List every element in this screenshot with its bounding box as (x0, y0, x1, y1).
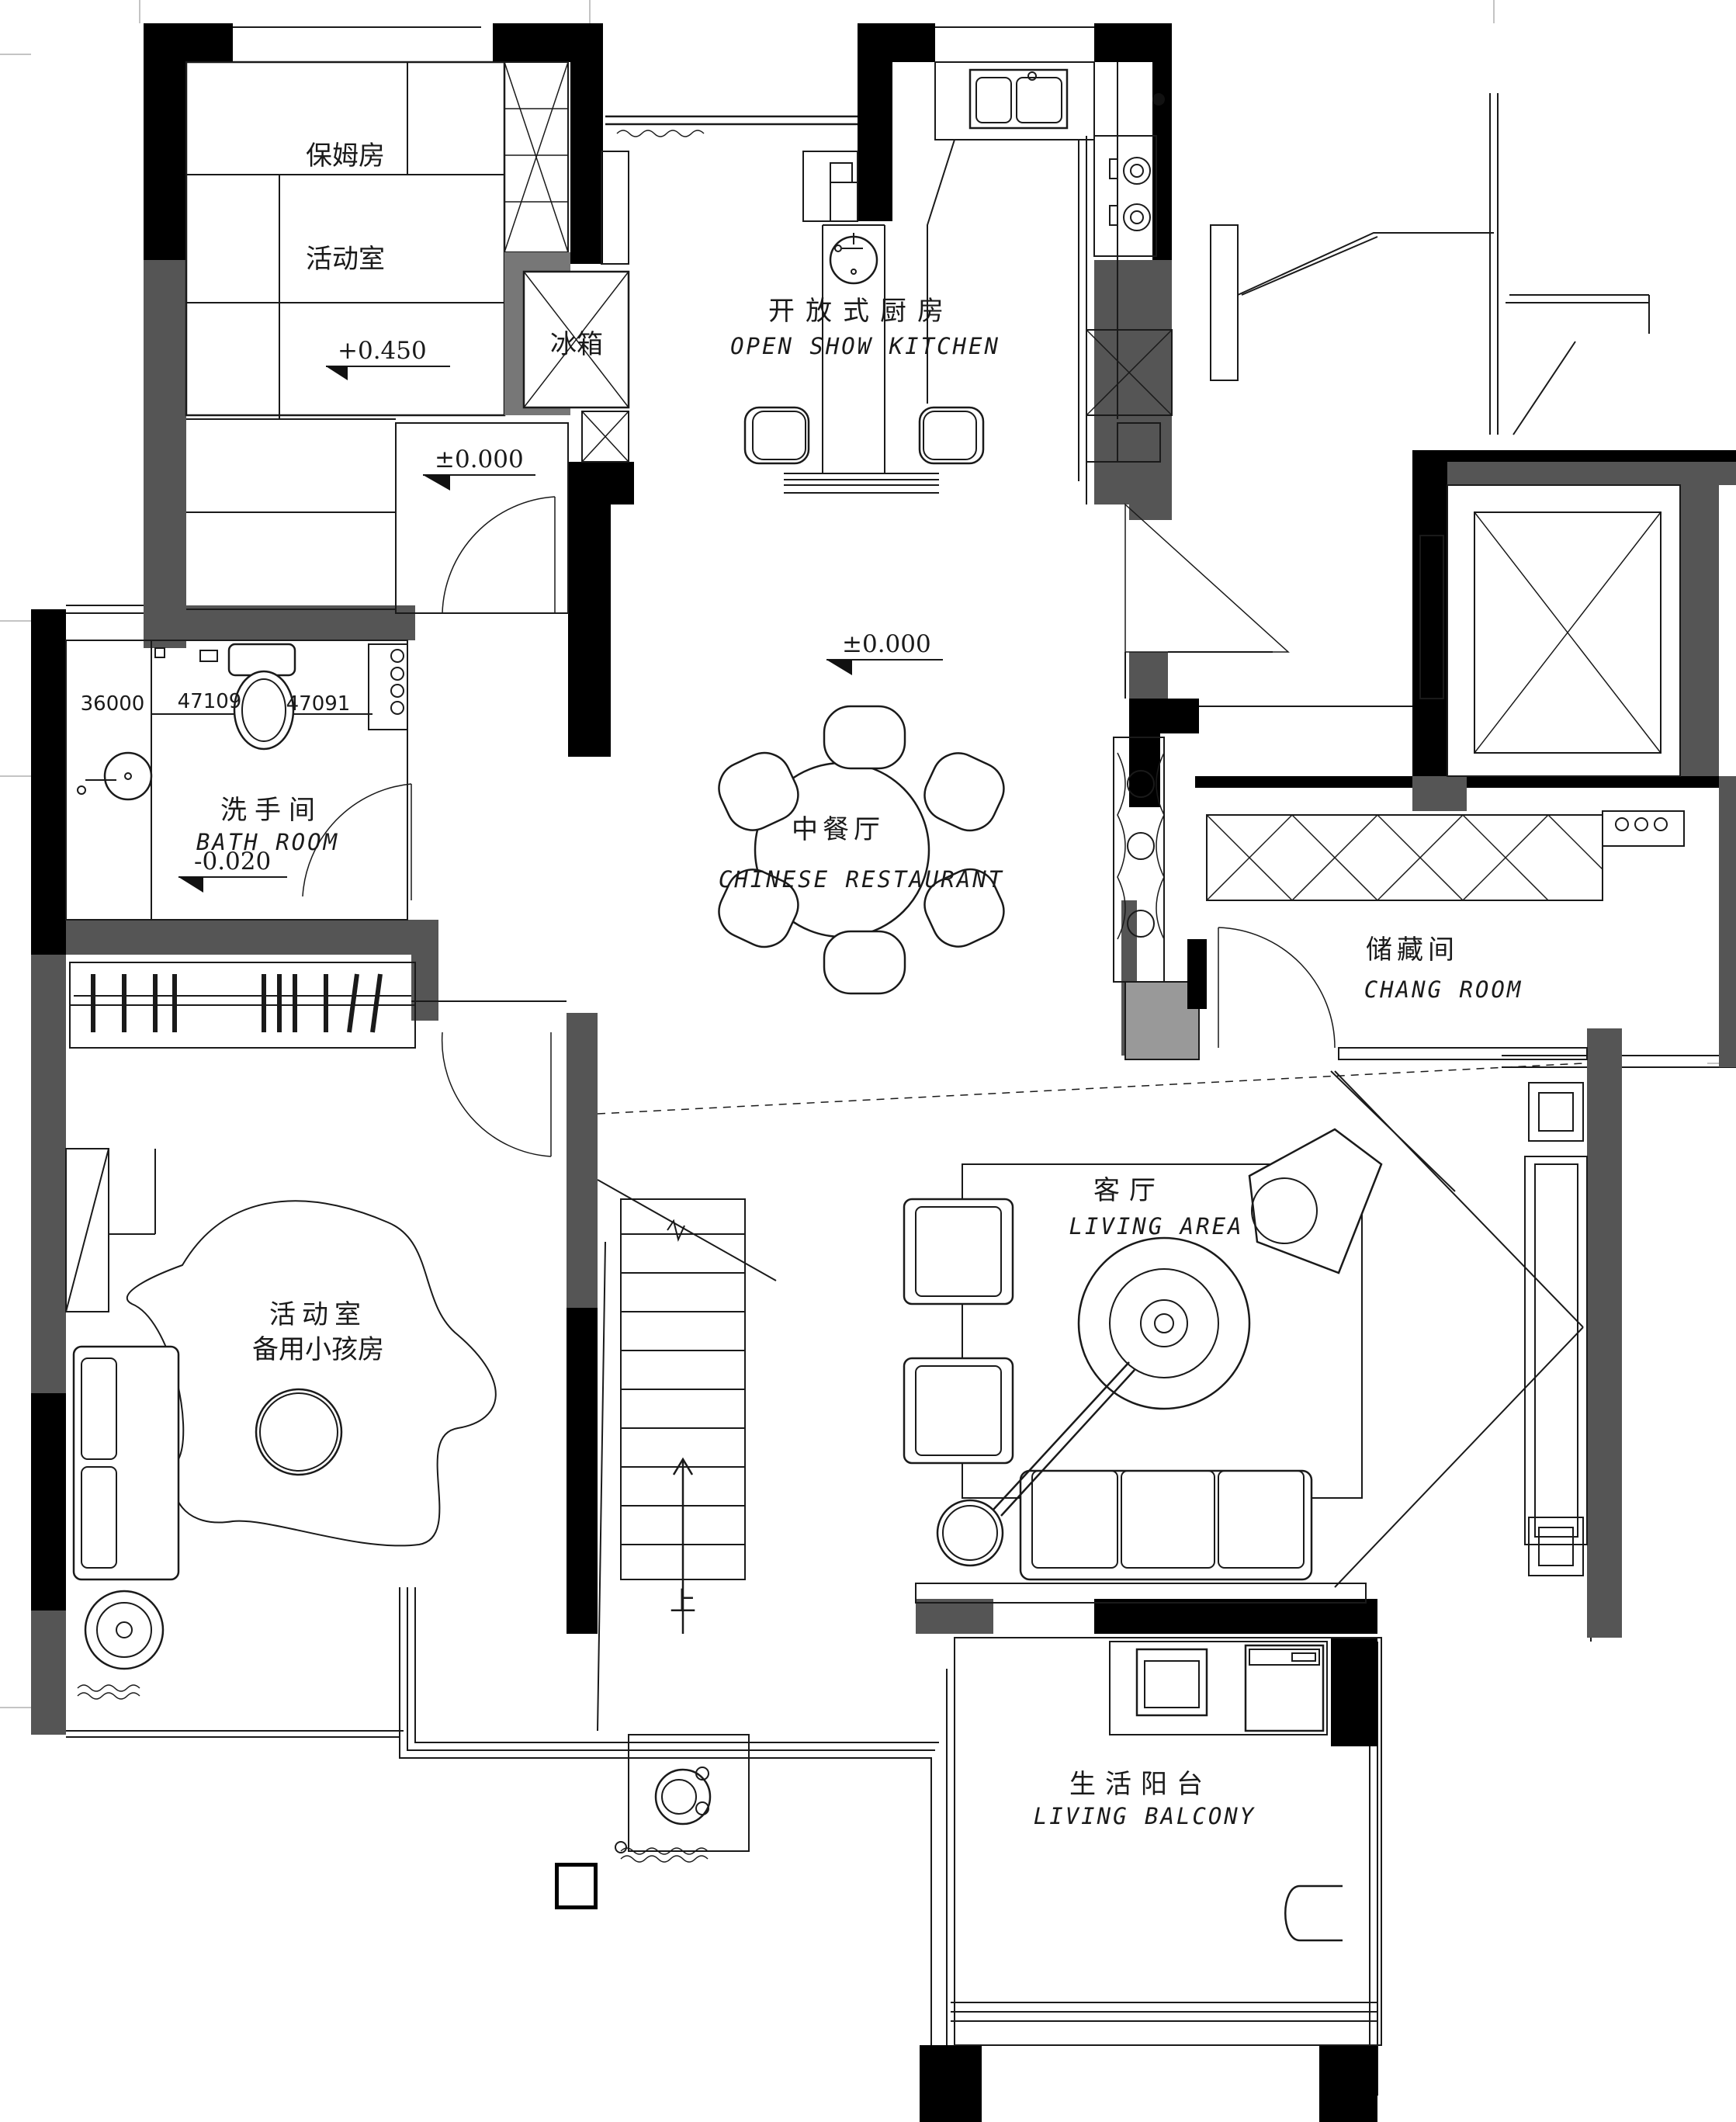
living-cn-label: 客厅 (1093, 1175, 1165, 1206)
fridge-label: 冰箱 (550, 329, 603, 360)
stair-up-label: 上 (670, 1586, 696, 1618)
spare-kids-room-label: 备用小孩房 (252, 1334, 384, 1365)
activity-room-cn-label: 活动室 (269, 1299, 367, 1330)
lower-hall (615, 1734, 750, 1863)
dim-c-text: 47091 (286, 692, 351, 716)
storage-room: 储藏间 CHANG ROOM (1113, 737, 1685, 1060)
kitchen-en-label: OPEN SHOW KITCHEN (730, 333, 1000, 359)
balcony-en-label: LIVING BALCONY (1034, 1803, 1256, 1829)
living-area: 客厅 LIVING AREA (597, 1063, 1588, 1604)
bathroom-en-label: BATH ROOM (196, 829, 339, 855)
activity-room: 活动室 备用小孩房 (65, 1148, 497, 1700)
kitchen-cn-label: 开放式厨房 (768, 296, 955, 327)
level-marker-hall: ±0.000 (423, 446, 535, 491)
living-en-label: LIVING AREA (1069, 1213, 1243, 1240)
dining: 中餐厅 CHINESE RESTAURANT ±0.000 (718, 630, 1005, 995)
nanny-room: 保姆房 活动室 +0.450 (185, 61, 569, 614)
level-marker-nanny: +0.450 (326, 337, 450, 380)
level-bathroom-text: -0.020 (194, 848, 271, 875)
storage-cn-label: 储藏间 (1366, 934, 1459, 966)
building-outline (66, 26, 1736, 2096)
kitchen: 开放式厨房 OPEN SHOW KITCHEN (730, 61, 1173, 504)
dim-a-text: 36000 (81, 692, 145, 716)
staircase: 上 (597, 1179, 777, 1634)
bathroom-cn-label: 洗手间 (220, 795, 323, 826)
level-nanny-text: +0.450 (338, 337, 427, 365)
bathroom: 洗手间 BATH ROOM -0.020 36000 47109 47091 (31, 609, 412, 955)
fridge: 冰箱 (504, 115, 858, 463)
nanny-room-label: 保姆房 (306, 140, 385, 172)
level-dining-text: ±0.000 (842, 630, 931, 658)
level-hall-text: ±0.000 (435, 446, 524, 473)
dining-en-label: CHINESE RESTAURANT (719, 866, 1004, 893)
balcony: 生活阳台 LIVING BALCONY (951, 1637, 1382, 2046)
level-marker-dining: ±0.000 (826, 630, 943, 675)
balcony-cn-label: 生活阳台 (1069, 1769, 1212, 1800)
stair-shaft (1124, 93, 1736, 777)
level-marker-bathroom: -0.020 (178, 848, 287, 893)
storage-en-label: CHANG ROOM (1364, 976, 1523, 1003)
activity-room-upper-label: 活动室 (306, 244, 385, 275)
hall-doors: ±0.000 (423, 446, 556, 614)
wardrobe (69, 962, 567, 1157)
dim-b-text: 47109 (178, 690, 242, 713)
dining-cn-label: 中餐厅 (792, 814, 885, 845)
